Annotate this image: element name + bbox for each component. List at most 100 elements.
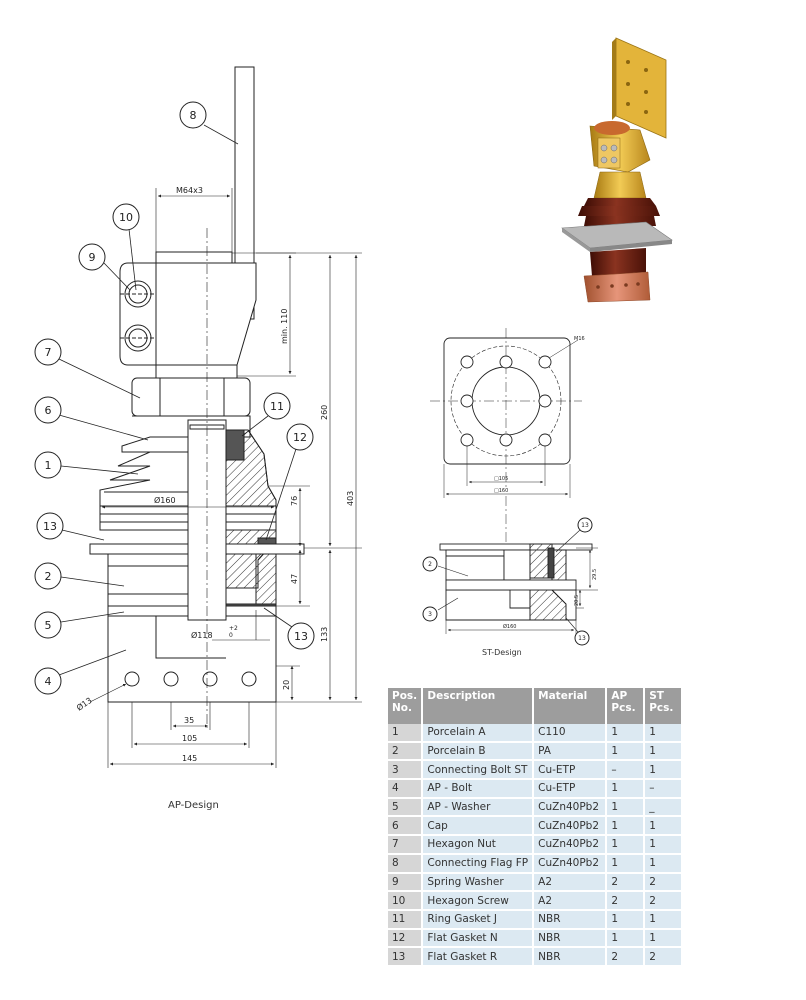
st-callout-2 (422, 556, 438, 572)
table-cell: 1 (606, 853, 646, 874)
callout-4 (34, 667, 62, 695)
dim-403: 403 (346, 491, 355, 506)
table-cell: Cap (422, 816, 535, 837)
header-pos-no: Pos. No. (388, 688, 424, 724)
table-cell: Connecting Flag FP (422, 853, 535, 874)
table-cell: CuZn40Pb2 (533, 797, 608, 818)
table-cell: 1 (644, 928, 681, 949)
ap-dimension-lines (89, 188, 362, 768)
table-cell: NBR (533, 947, 608, 967)
callout-13-ap-lower (287, 622, 315, 650)
svg-text:6: 6 (45, 404, 52, 417)
table-cell: 2 (388, 741, 424, 762)
dim-tol-plus: +2 (229, 625, 238, 632)
svg-text:5: 5 (45, 619, 52, 632)
ap-callouts: 8 10 9 7 6 1 13 2 5 4 11 12 (34, 101, 315, 695)
st-top-view (430, 328, 582, 498)
table-cell: – (606, 760, 646, 781)
svg-text:2: 2 (428, 561, 432, 568)
callout-2 (34, 562, 62, 590)
table-cell: 1 (606, 741, 646, 762)
table-cell: Ring Gasket J (422, 909, 535, 930)
table-cell: – (644, 779, 681, 799)
dim-sq-160: □160 (494, 488, 508, 494)
table-cell: Cu-ETP (533, 760, 608, 781)
table-cell: 9 (388, 872, 424, 893)
st-section-view (439, 496, 598, 634)
svg-text:13: 13 (294, 630, 308, 643)
table-cell: 1 (606, 909, 646, 930)
table-cell: _ (644, 797, 681, 818)
svg-text:8: 8 (190, 109, 197, 122)
table-cell: Porcelain B (422, 741, 535, 762)
table-cell: A2 (533, 872, 608, 893)
table-cell: 10 (388, 891, 424, 911)
table-cell: 4 (388, 779, 424, 799)
table-cell: Hexagon Screw (422, 891, 535, 911)
dim-47: 47 (290, 574, 299, 584)
table-cell: 12 (388, 928, 424, 949)
table-cell: 2 (606, 947, 646, 967)
st-callout-13-lower (574, 630, 590, 646)
svg-text:1: 1 (45, 459, 52, 472)
callout-12 (286, 423, 314, 451)
ap-design-caption: AP-Design (168, 800, 219, 811)
st-porcelain-b (445, 549, 505, 581)
callout-1 (34, 451, 62, 479)
table-cell: AP - Bolt (422, 779, 535, 799)
table-cell: 1 (606, 928, 646, 949)
porcelain-a (99, 451, 190, 507)
table-cell: 2 (606, 872, 646, 893)
porcelain-b (107, 553, 193, 607)
table-cell: Spring Washer (422, 872, 535, 893)
st-callouts: 2 3 13 13 (422, 517, 593, 646)
callout-9 (78, 243, 106, 271)
svg-text:9: 9 (89, 251, 96, 264)
table-cell: PA (533, 741, 608, 762)
table-cell: 3 (388, 760, 424, 781)
table-cell: 2 (644, 891, 681, 911)
table-cell: 8 (388, 853, 424, 874)
header-st-pcs: ST Pcs. (644, 688, 681, 724)
svg-text:7: 7 (45, 346, 52, 359)
st-design-caption: ST-Design (482, 648, 522, 657)
table-cell: NBR (533, 909, 608, 930)
ap-bolt (107, 615, 277, 703)
dim-105: 105 (182, 734, 197, 743)
table-cell: AP - Washer (422, 797, 535, 818)
st-callout-3 (422, 606, 438, 622)
callout-7 (34, 338, 62, 366)
table-header-row: Pos. No. Description Material AP Pcs. ST… (388, 688, 681, 724)
table-cell: 1 (644, 760, 681, 781)
table-cell: 6 (388, 816, 424, 837)
table-cell: 2 (606, 891, 646, 911)
dim-st-dia-160: Ø160 (503, 623, 516, 630)
dim-76: 76 (290, 496, 299, 506)
svg-text:2: 2 (45, 570, 52, 583)
table-cell: Flat Gasket R (422, 947, 535, 967)
flat-gasket-upper (257, 537, 277, 545)
table-cell: 1 (606, 816, 646, 837)
dim-sq-105: □105 (494, 476, 508, 482)
table-cell: 2 (644, 872, 681, 893)
header-description: Description (422, 688, 535, 724)
table-cell: 1 (644, 853, 681, 874)
svg-text:13: 13 (578, 635, 586, 642)
callout-8 (179, 101, 207, 129)
callout-5 (34, 611, 62, 639)
svg-text:11: 11 (270, 400, 284, 413)
table-cell: Flat Gasket N (422, 928, 535, 949)
table-cell: 1 (388, 724, 424, 743)
table-cell: 1 (606, 797, 646, 818)
dim-m16: M16 (574, 336, 585, 342)
